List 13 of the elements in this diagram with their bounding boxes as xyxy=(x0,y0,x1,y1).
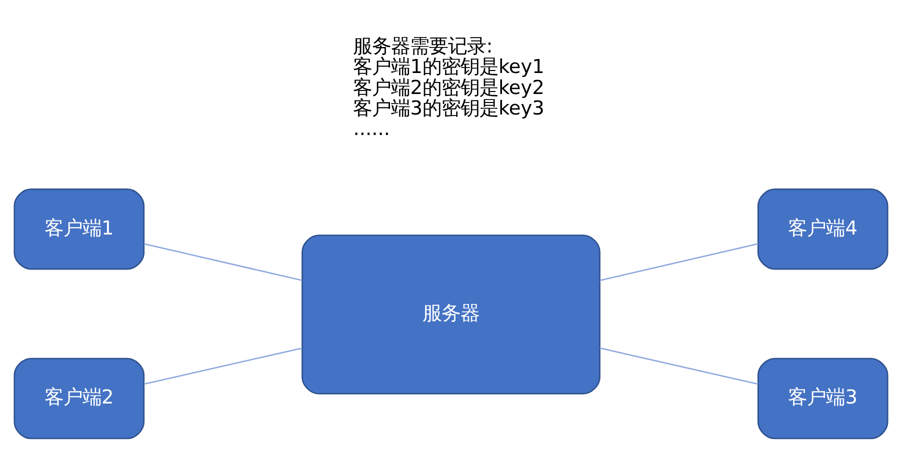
node-box: 服务器 xyxy=(302,234,600,394)
connector xyxy=(144,243,302,282)
node-box: 客户端3 xyxy=(757,358,888,440)
node-label: 客户端2的密钥是key2 xyxy=(353,76,544,99)
node-box: 客户端2 xyxy=(14,358,145,440)
node-label: 客户端1的密钥是key1 xyxy=(353,55,544,78)
connector xyxy=(144,347,302,385)
node-label: 服务器需要记录: xyxy=(353,34,493,58)
connector xyxy=(600,347,758,385)
node-box: 客户端4 xyxy=(757,188,888,270)
node-label: ...... xyxy=(353,117,390,140)
connector xyxy=(600,243,758,282)
node-box: 客户端1 xyxy=(14,188,145,270)
